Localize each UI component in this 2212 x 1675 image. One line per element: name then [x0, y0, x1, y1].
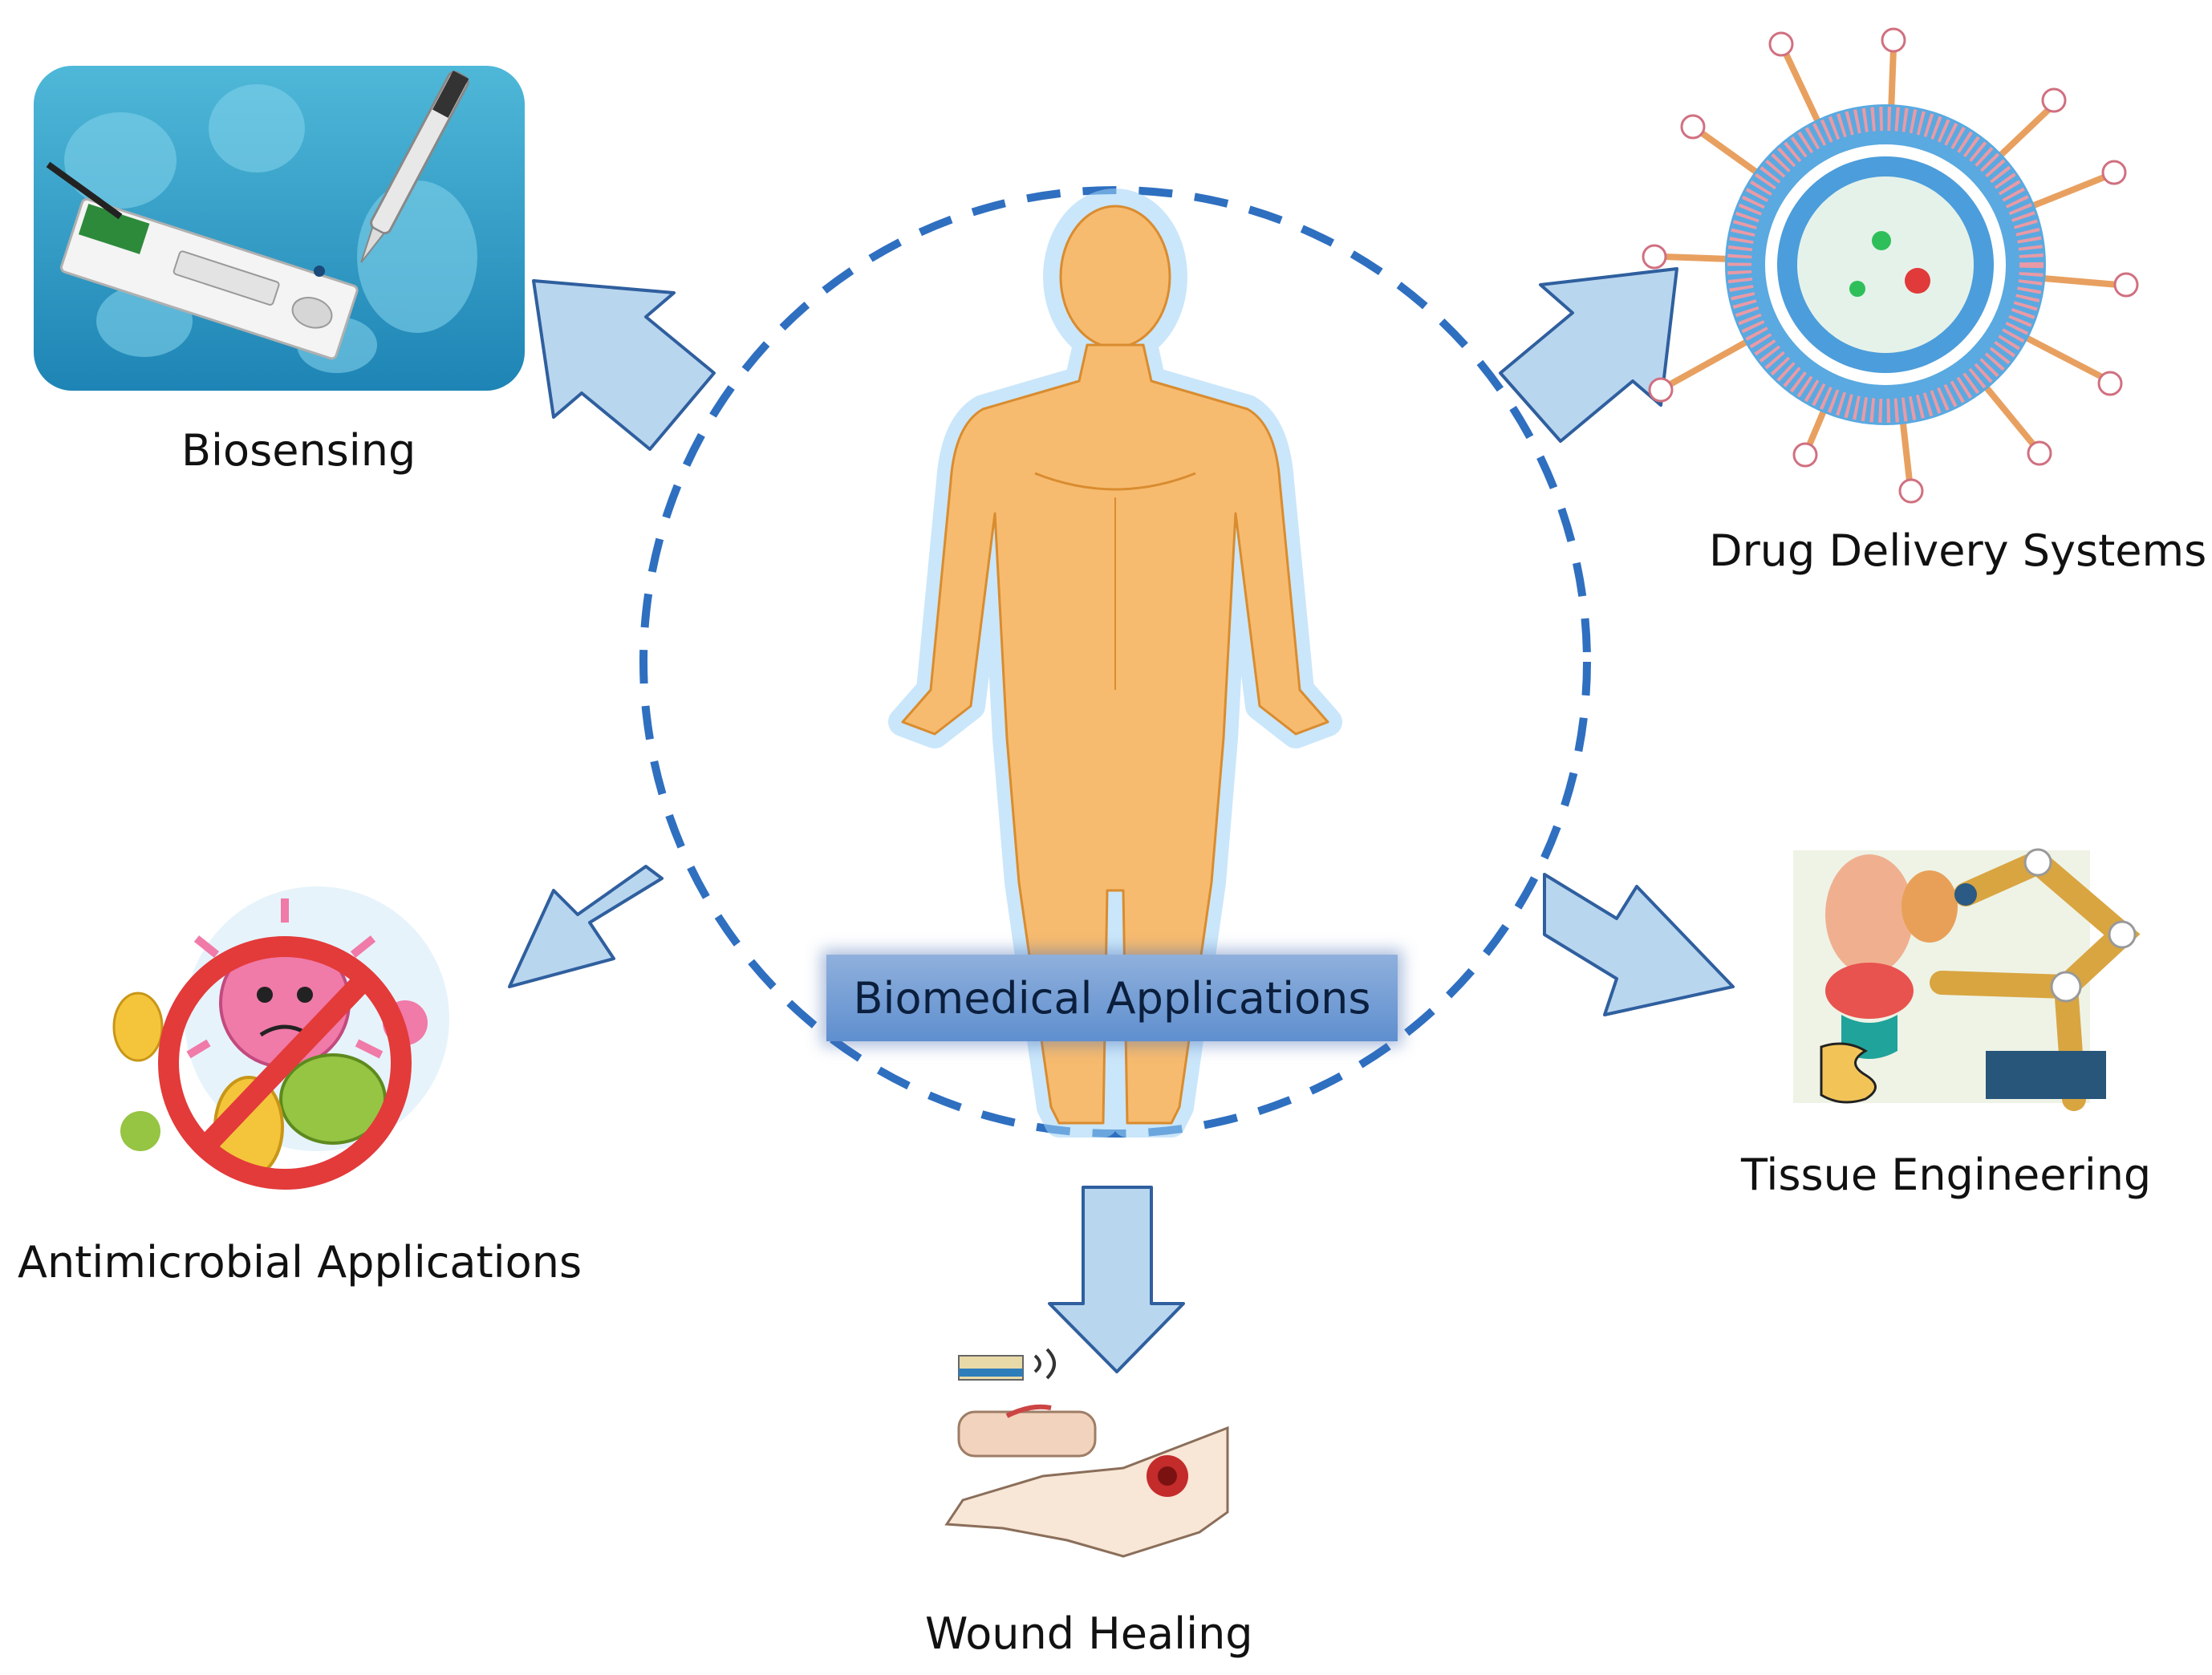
center-label: Biomedical Applications: [853, 972, 1371, 1024]
arrow-to-wound-healing: [1048, 1186, 1185, 1373]
arrow-to-biosensing: [532, 279, 716, 451]
liposome-icon: [1642, 27, 2139, 504]
arrow-to-tissue-engineering: [1543, 873, 1735, 1016]
tissue-engineering-label: Tissue Engineering: [1741, 1150, 2152, 1200]
arrow-to-antimicrobial: [508, 865, 664, 988]
virus-forbidden-icon: [112, 886, 449, 1190]
wound-healing-label: Wound Healing: [925, 1608, 1253, 1659]
robot-arm-organs-icon: [1793, 848, 2141, 1111]
human-body-icon: [888, 189, 1342, 1138]
arrow-to-drug-delivery: [1499, 267, 1678, 443]
antimicrobial-label: Antimicrobial Applications: [18, 1237, 582, 1288]
biosensing-label: Biosensing: [181, 425, 416, 476]
drug-delivery-label: Drug Delivery Systems: [1709, 525, 2207, 576]
wound-bandage-icon: [944, 1348, 1229, 1558]
test-strip-icon: [34, 66, 525, 391]
center-label-box: Biomedical Applications: [826, 955, 1398, 1041]
